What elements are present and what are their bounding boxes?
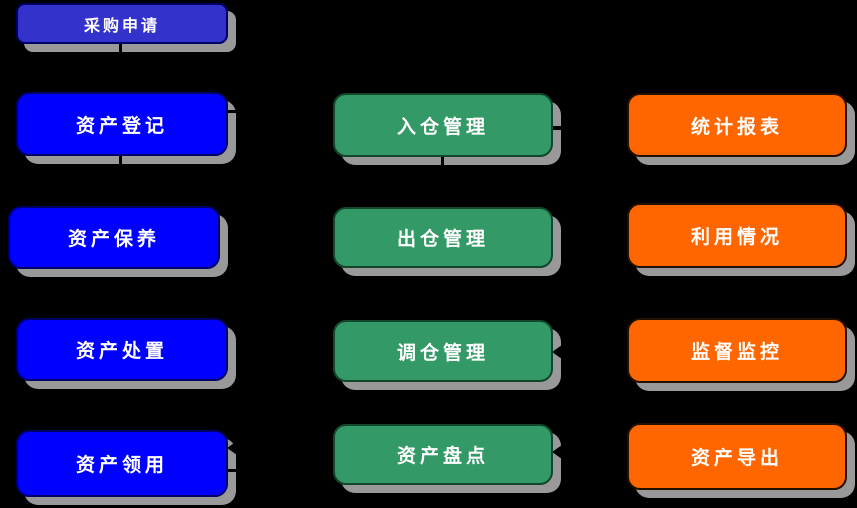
node-purchase-request[interactable]: 采购申请	[16, 3, 236, 52]
node-transfer-management[interactable]: 调仓管理	[333, 320, 561, 390]
node-face: 采购申请	[16, 3, 228, 44]
node-face: 资产登记	[16, 92, 228, 156]
node-label: 调仓管理	[396, 342, 489, 364]
connector-stub-right-of-asset-registration	[227, 110, 239, 113]
node-face: 监督监控	[627, 318, 847, 383]
node-supervision-monitoring[interactable]: 监督监控	[627, 318, 855, 391]
node-asset-maintenance[interactable]: 资产保养	[8, 206, 228, 277]
node-asset-requisition[interactable]: 资产领用	[16, 430, 236, 505]
node-asset-export[interactable]: 资产导出	[627, 423, 855, 498]
node-face: 资产盘点	[333, 424, 553, 485]
node-label: 资产登记	[75, 115, 168, 137]
node-face: 资产处置	[16, 318, 228, 381]
node-face: 调仓管理	[333, 320, 553, 382]
connector-arrowhead-transfer-management	[552, 345, 562, 359]
node-asset-registration[interactable]: 资产登记	[16, 92, 236, 164]
node-face: 统计报表	[627, 93, 847, 157]
node-face: 资产导出	[627, 423, 847, 490]
node-label: 资产处置	[75, 341, 168, 362]
connector-arrowhead-asset-requisition	[227, 441, 237, 455]
node-utilization-status[interactable]: 利用情况	[627, 203, 855, 276]
node-label: 资产保养	[67, 229, 160, 250]
node-asset-inventory[interactable]: 资产盘点	[333, 424, 561, 493]
node-label: 统计报表	[690, 116, 783, 138]
node-label: 资产导出	[690, 448, 783, 469]
connector-stub-right-of-asset-requisition	[227, 469, 238, 472]
node-inbound-management[interactable]: 入仓管理	[333, 93, 561, 165]
node-face: 资产领用	[16, 430, 228, 497]
node-label: 资产盘点	[396, 446, 489, 467]
node-statistical-reports[interactable]: 统计报表	[627, 93, 855, 165]
node-face: 资产保养	[8, 206, 220, 269]
node-face: 利用情况	[627, 203, 847, 268]
node-label: 利用情况	[690, 227, 783, 248]
connector-arrowhead-asset-inventory	[552, 445, 562, 459]
node-asset-disposal[interactable]: 资产处置	[16, 318, 236, 389]
connector-stub-below-purchase-request	[119, 44, 122, 55]
node-label: 入仓管理	[396, 116, 489, 138]
node-label: 采购申请	[83, 17, 160, 35]
node-face: 入仓管理	[333, 93, 553, 157]
connector-stub-right-of-inbound-management	[552, 126, 564, 130]
node-label: 监督监控	[690, 342, 783, 363]
connector-stub-below-asset-registration	[119, 155, 122, 166]
node-label: 出仓管理	[396, 229, 489, 250]
node-label: 资产领用	[75, 455, 168, 476]
node-face: 出仓管理	[333, 207, 553, 268]
node-outbound-management[interactable]: 出仓管理	[333, 207, 561, 276]
connector-stub-below-inbound-management	[441, 156, 444, 168]
